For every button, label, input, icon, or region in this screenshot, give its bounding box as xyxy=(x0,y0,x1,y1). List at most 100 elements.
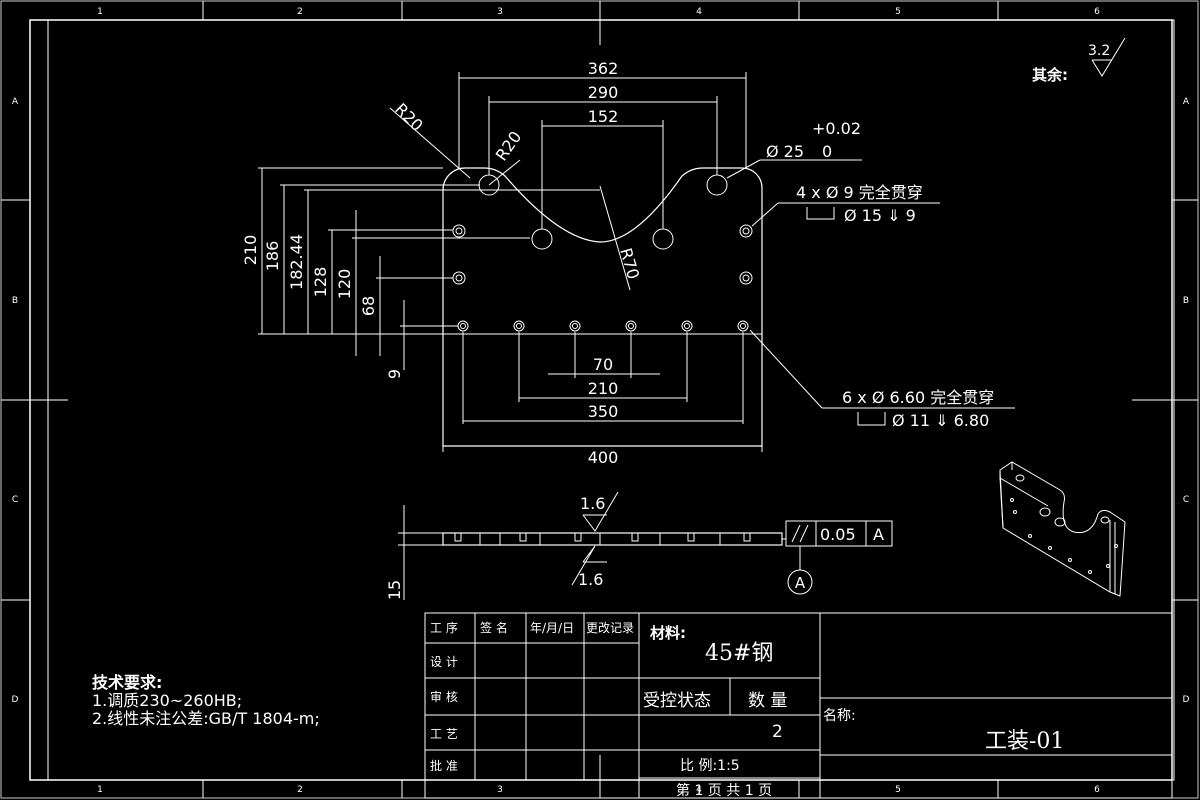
quantity-value: 2 xyxy=(772,722,783,742)
row-review: 审 核 xyxy=(430,689,458,704)
horizontal-dimensions xyxy=(442,72,763,452)
roughness-bottom-icon xyxy=(571,545,596,586)
zone-labels: 1 2 3 4 5 6 1 2 3 4 5 6 A B C D A B C D xyxy=(12,7,1190,795)
hole4-counterbore: Ø 15 ⇓ 9 xyxy=(844,206,916,225)
dim-186: 186 xyxy=(263,241,282,272)
notes-line-1: 1.调质230~260HB; xyxy=(92,691,242,710)
dim-r20-left: R20 xyxy=(391,99,427,135)
zone-col-2-bottom: 2 xyxy=(297,785,303,795)
hole4-spec: 4 x Ø 9 完全贯穿 xyxy=(796,183,923,202)
zone-col-6-top: 6 xyxy=(1094,7,1100,17)
header-date: 年/月/日 xyxy=(530,621,574,635)
dim-362: 362 xyxy=(588,59,619,78)
general-roughness: 其余: 3.2 xyxy=(1032,37,1126,84)
dim-r20-right: R20 xyxy=(492,128,526,165)
r20-left-leader xyxy=(389,107,471,179)
dim-400: 400 xyxy=(588,448,619,467)
dim-68: 68 xyxy=(359,296,378,316)
zone-row-b-left: B xyxy=(12,296,18,306)
zone-col-6-bottom: 6 xyxy=(1094,785,1100,795)
zone-col-4-top: 4 xyxy=(696,7,702,17)
control-status-label: 受控状态 xyxy=(643,691,711,711)
scale-text: 比 例:1:5 xyxy=(680,758,740,774)
small-holes-row xyxy=(457,320,749,332)
title-block xyxy=(424,612,1173,799)
fcf-tolerance: 0.05 xyxy=(820,525,856,544)
zone-row-c-right: C xyxy=(1183,495,1189,505)
dim-15: 15 xyxy=(385,580,404,600)
roughness-symbol-icon xyxy=(1091,37,1126,77)
row-process: 工 艺 xyxy=(430,727,458,741)
parallelism-icon xyxy=(791,524,801,543)
dim-290: 290 xyxy=(588,83,619,102)
front-view: 362 290 152 70 210 350 400 R20 R20 R70 xyxy=(241,59,1015,467)
dim-120: 120 xyxy=(335,269,354,300)
fcf-datum: A xyxy=(873,525,884,544)
hole6-spec: 6 x Ø 6.60 完全贯穿 xyxy=(842,388,994,407)
zone-col-4-bottom: 4 xyxy=(696,785,702,795)
datum-circle xyxy=(787,569,813,595)
page-text: 第 1 页 共 1 页 xyxy=(676,782,772,799)
material-value: 45#钢 xyxy=(705,641,773,666)
title-block-text: 工 序 签 名 年/月/日 更改记录 设 计 审 核 工 艺 批 准 材料: 4… xyxy=(430,620,1064,799)
dim-182-44: 182.44 xyxy=(287,234,306,290)
hole4-leader xyxy=(751,202,779,227)
tolerance-upper: +0.02 xyxy=(812,119,861,138)
r20-right-leader xyxy=(488,159,521,186)
zone-row-b-right: B xyxy=(1183,296,1189,306)
zone-row-a-left: A xyxy=(12,97,19,107)
hidden-holes xyxy=(454,533,751,545)
dim-dia-25: Ø 25 xyxy=(766,142,804,161)
dim-350: 350 xyxy=(588,402,619,421)
counterbore-symbol-icon xyxy=(857,412,886,426)
roughness-top-icon xyxy=(582,491,619,532)
zone-row-d-right: D xyxy=(1183,695,1190,705)
dim-210-vertical: 210 xyxy=(241,235,260,266)
name-label: 名称: xyxy=(823,708,856,724)
quantity-label: 数 量 xyxy=(748,691,787,711)
row-design: 设 计 xyxy=(430,655,458,669)
zone-col-3-bottom: 3 xyxy=(497,785,503,795)
other-roughness-value: 3.2 xyxy=(1088,43,1110,59)
isometric-view xyxy=(999,461,1126,597)
zone-row-a-right: A xyxy=(1183,97,1190,107)
drawing-name: 工装-01 xyxy=(985,729,1064,754)
zone-col-5-top: 5 xyxy=(895,7,901,17)
drawing-border xyxy=(47,19,1175,781)
r70-leader xyxy=(599,185,631,291)
hole6-counterbore: Ø 11 ⇓ 6.80 xyxy=(892,411,989,430)
zone-col-2-top: 2 xyxy=(297,7,303,17)
hole-d25-right xyxy=(706,174,728,196)
zone-col-1-bottom: 1 xyxy=(97,785,103,795)
dim-128: 128 xyxy=(311,267,330,298)
zone-col-5-bottom: 5 xyxy=(895,785,901,795)
dim-210-horizontal: 210 xyxy=(588,379,619,398)
side-view: 15 1.6 1.6 0.05 A A xyxy=(385,491,893,600)
header-process: 工 序 xyxy=(430,620,458,635)
vertical-dimensions xyxy=(258,167,600,370)
dim-r70: R70 xyxy=(616,246,643,282)
row-approve: 批 准 xyxy=(430,758,458,773)
dim-152: 152 xyxy=(588,107,619,126)
other-roughness-label: 其余: xyxy=(1032,66,1068,84)
tolerance-lower: 0 xyxy=(822,142,832,161)
zone-col-3-top: 3 xyxy=(497,7,503,17)
hole6-leader xyxy=(749,329,823,409)
notes-line-2: 2.线性未注公差:GB/T 1804-m; xyxy=(92,709,320,728)
hole-center-right xyxy=(652,228,674,250)
feature-control-frame xyxy=(785,520,893,547)
dim-70: 70 xyxy=(593,355,613,374)
notes-title: 技术要求: xyxy=(92,673,162,692)
hole-center-left xyxy=(531,228,553,250)
roughness-top-value: 1.6 xyxy=(580,494,605,513)
counterbore-symbol-icon xyxy=(806,207,835,220)
technical-notes: 技术要求: 1.调质230~260HB; 2.线性未注公差:GB/T 1804-… xyxy=(92,673,320,728)
plate-edge-profile xyxy=(442,532,783,546)
dim-9: 9 xyxy=(385,369,404,379)
inner-frame xyxy=(29,19,1173,781)
zone-col-1-top: 1 xyxy=(97,7,103,17)
zone-row-d-left: D xyxy=(12,695,19,705)
material-label: 材料: xyxy=(650,624,686,642)
